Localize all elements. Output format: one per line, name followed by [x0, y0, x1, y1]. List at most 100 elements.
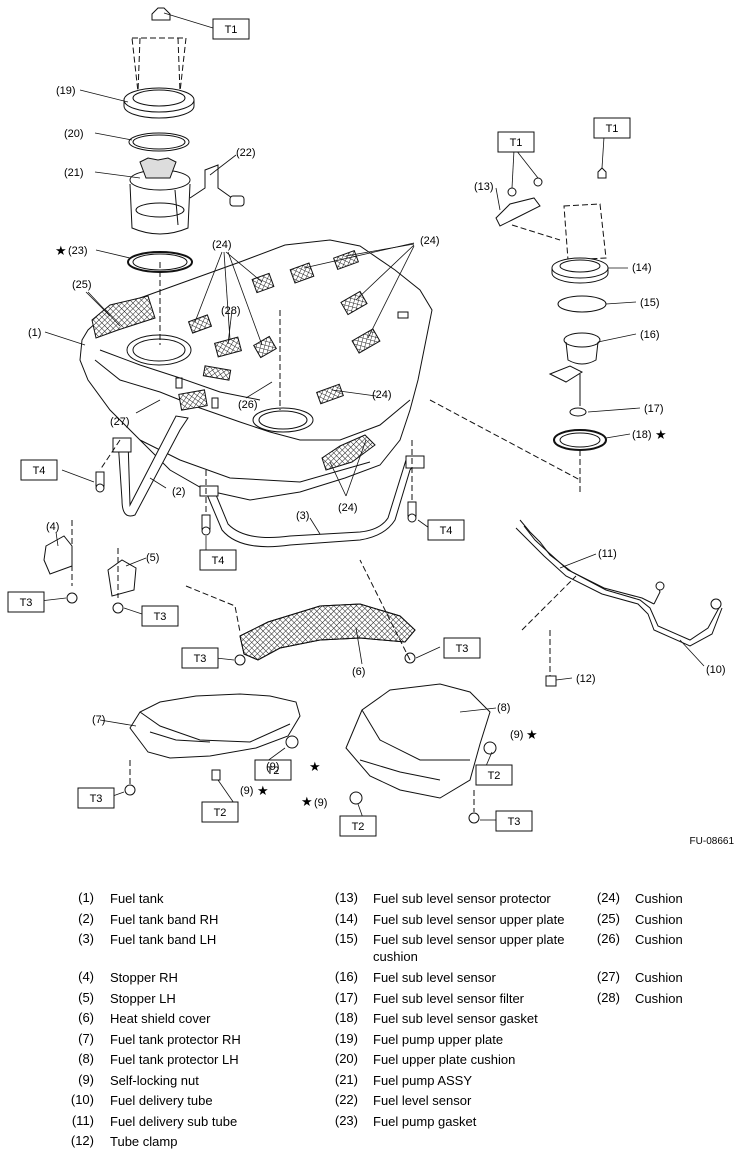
torque-label-box: T4: [199, 549, 237, 571]
callout: (13): [474, 181, 494, 193]
legend-item: (13)Fuel sub level sensor protector: [334, 890, 551, 906]
star-icon: ★: [301, 795, 313, 810]
legend-item: (15)Fuel sub level sensor upper plate cu…: [334, 931, 565, 964]
callout: (16): [640, 329, 660, 341]
torque-label-box: T2: [201, 801, 239, 823]
fuel-tank-protector-rh: [124, 693, 301, 796]
torque-label-box: T1: [497, 131, 535, 153]
legend-item: (3)Fuel tank band LH: [78, 931, 217, 947]
svg-text:T1: T1: [510, 137, 523, 149]
legend-item: (1)Fuel tank: [78, 890, 164, 906]
callout: (14): [632, 262, 652, 274]
callout: (4): [46, 521, 59, 533]
callout: (1): [28, 327, 41, 339]
bolt-t4: [95, 439, 417, 536]
torque-label-box: T3: [77, 787, 115, 809]
callout: (2): [172, 486, 185, 498]
callout: (9): [510, 729, 523, 741]
fuel-sub-level-sensor: [548, 332, 601, 406]
callout: (24): [372, 389, 392, 401]
torque-label-box: T4: [20, 459, 58, 481]
fuel-level-sensor: [189, 164, 245, 207]
torque-label-box: T3: [181, 647, 219, 669]
svg-text:T3: T3: [90, 793, 103, 805]
legend-item: (12)Tube clamp: [70, 1133, 178, 1149]
callout: (28): [221, 305, 241, 317]
torque-label-box: T4: [427, 519, 465, 541]
torque-label-box: T1: [212, 18, 250, 40]
callout: (5): [146, 552, 159, 564]
legend-item: (9)Self-locking nut: [78, 1071, 199, 1088]
torque-labels: T1 T1 T1 T2 T2 T2 T2 T3 T3 T3 T3 T3 T3 T…: [7, 18, 631, 837]
legend-item: (2)Fuel tank band RH: [78, 910, 219, 927]
callout: (27): [110, 416, 130, 428]
svg-text:T3: T3: [508, 816, 521, 828]
legend-item: (22)Fuel level sensor: [334, 1092, 472, 1108]
callout: (10): [706, 664, 726, 676]
torque-label-box: T2: [475, 764, 513, 786]
fuel-tank-band-rh: [117, 415, 189, 517]
legend-item: (8)Fuel tank protector LH: [78, 1051, 239, 1067]
svg-text:T2: T2: [352, 821, 365, 833]
fuel-upper-plate-cushion: [128, 132, 190, 152]
fuel-sub-level-sensor-upper-plate: [551, 167, 609, 284]
svg-text:T2: T2: [267, 765, 280, 777]
legend-item: (23)Fuel pump gasket: [334, 1112, 477, 1129]
svg-text:T3: T3: [194, 653, 207, 665]
callout: (25): [72, 279, 92, 291]
legend-item: (20)Fuel upper plate cushion: [334, 1051, 516, 1067]
legend-item: (24)Cushion: [596, 890, 683, 906]
callout: (17): [644, 403, 664, 415]
stopper-rh: [43, 520, 78, 604]
svg-text:T3: T3: [20, 597, 33, 609]
legend-item: (11)Fuel delivery sub tube: [71, 1112, 238, 1129]
star-icon: ★: [655, 428, 667, 443]
legend-column-3: (24)Cushion (25)Cushion (26)Cushion (27)…: [580, 888, 730, 1008]
fuel-pump-assy: [129, 157, 191, 235]
torque-label-box: T3: [443, 637, 481, 659]
callout: (24): [420, 235, 440, 247]
legend-item: (4)Stopper RH: [78, 969, 178, 985]
torque-label-box: T3: [495, 810, 533, 832]
legend-item: (27)Cushion: [596, 969, 683, 985]
parts-legend: (1)Fuel tank (2)Fuel tank band RH (3)Fue…: [0, 888, 742, 1149]
callout: (11): [598, 548, 617, 560]
legend-item: (16)Fuel sub level sensor: [334, 969, 496, 985]
callout: (20): [64, 128, 84, 140]
torque-label-box: T3: [7, 591, 45, 613]
svg-text:T1: T1: [606, 123, 619, 135]
legend-column-1: (1)Fuel tank (2)Fuel tank band RH (3)Fue…: [54, 888, 324, 1152]
fuel-pump-upper-plate: [123, 7, 195, 119]
stopper-lh: [107, 548, 137, 614]
fuel-sub-level-sensor-filter: [569, 407, 587, 417]
callout: (18): [632, 429, 652, 441]
legend-item: (28)Cushion: [596, 989, 683, 1006]
star-icon: ★: [55, 244, 67, 259]
leader-lines: [39, 12, 705, 821]
star-icon: ★: [526, 728, 538, 743]
cushion-mesh-pads: [91, 249, 381, 471]
torque-label-box: T2: [254, 759, 292, 781]
legend-item: (10)Fuel delivery tube: [70, 1092, 213, 1108]
legend-item: (17)Fuel sub level sensor filter: [334, 989, 525, 1006]
svg-text:T4: T4: [212, 555, 225, 567]
star-icon: ★: [257, 784, 269, 799]
callout: (7): [92, 714, 105, 726]
callout-labels: (1) (2) (3) (4) (5) (6) (7) (8) (9) (9) …: [28, 85, 726, 809]
callout: (9): [314, 797, 327, 809]
legend-item: (14)Fuel sub level sensor upper plate: [334, 910, 565, 927]
legend-item: (21)Fuel pump ASSY: [334, 1071, 472, 1088]
svg-text:T2: T2: [214, 807, 227, 819]
callout: (23): [68, 245, 88, 257]
legend-item: (26)Cushion: [596, 931, 683, 947]
legend-item: (5)Stopper LH: [78, 989, 176, 1006]
svg-text:T3: T3: [456, 643, 469, 655]
callout: (26): [238, 399, 258, 411]
legend-item: (7)Fuel tank protector RH: [78, 1030, 241, 1047]
torque-label-box: T1: [593, 117, 631, 139]
svg-text:T1: T1: [225, 24, 238, 36]
legend-item: (25)Cushion: [596, 910, 683, 927]
svg-text:T3: T3: [154, 611, 167, 623]
star-icon: ★: [309, 760, 321, 775]
legend-item: (19)Fuel pump upper plate: [334, 1030, 504, 1047]
